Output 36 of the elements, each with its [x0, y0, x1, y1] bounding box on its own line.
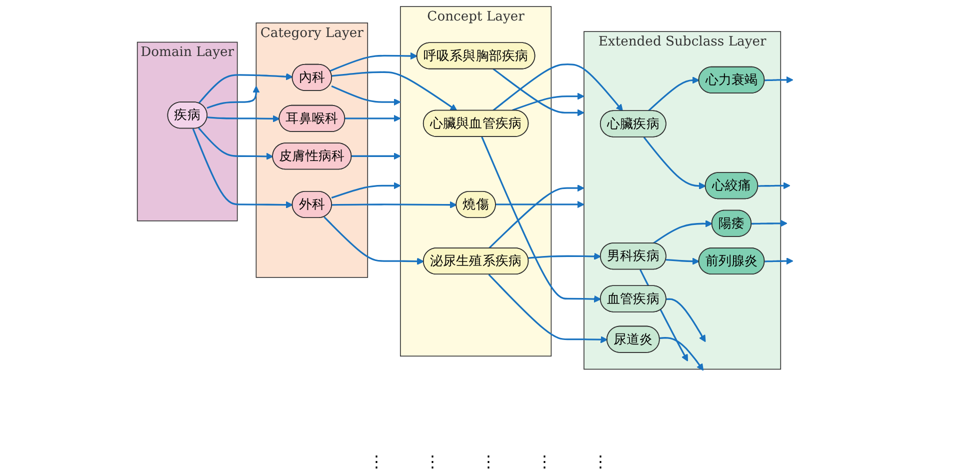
arrow [648, 76, 700, 112]
ellipsis-mark: ⋮ [424, 453, 440, 473]
arrow [332, 71, 458, 111]
arrow [481, 136, 602, 303]
arrow [643, 136, 706, 190]
ellipsis-mark: ⋮ [368, 453, 384, 473]
arrow [488, 274, 608, 344]
arrow [331, 85, 401, 106]
arrow [344, 114, 401, 122]
arrow [192, 128, 293, 208]
arrow [660, 337, 704, 371]
ellipsis-mark: ⋮ [480, 453, 496, 473]
arrow [764, 76, 794, 84]
ellipsis-mark: ⋮ [536, 453, 552, 473]
arrow [330, 52, 418, 72]
arrow [351, 152, 401, 160]
arrow [207, 115, 280, 122]
arrow [764, 257, 794, 265]
arrow [666, 258, 700, 265]
arrow [512, 92, 584, 111]
arrow [488, 184, 584, 249]
arrow [758, 182, 790, 190]
arrow [324, 216, 424, 265]
arrow [331, 182, 401, 199]
arrow [198, 127, 274, 160]
arrow [332, 201, 457, 208]
arrow [492, 68, 584, 116]
ellipsis-mark: ⋮ [592, 453, 608, 473]
arrow [528, 252, 602, 260]
arrow [198, 73, 293, 104]
arrow [492, 64, 624, 112]
arrow [495, 200, 584, 208]
arrow [652, 220, 713, 244]
arrow [666, 298, 706, 342]
arrow [752, 220, 788, 227]
arrow [206, 86, 260, 109]
